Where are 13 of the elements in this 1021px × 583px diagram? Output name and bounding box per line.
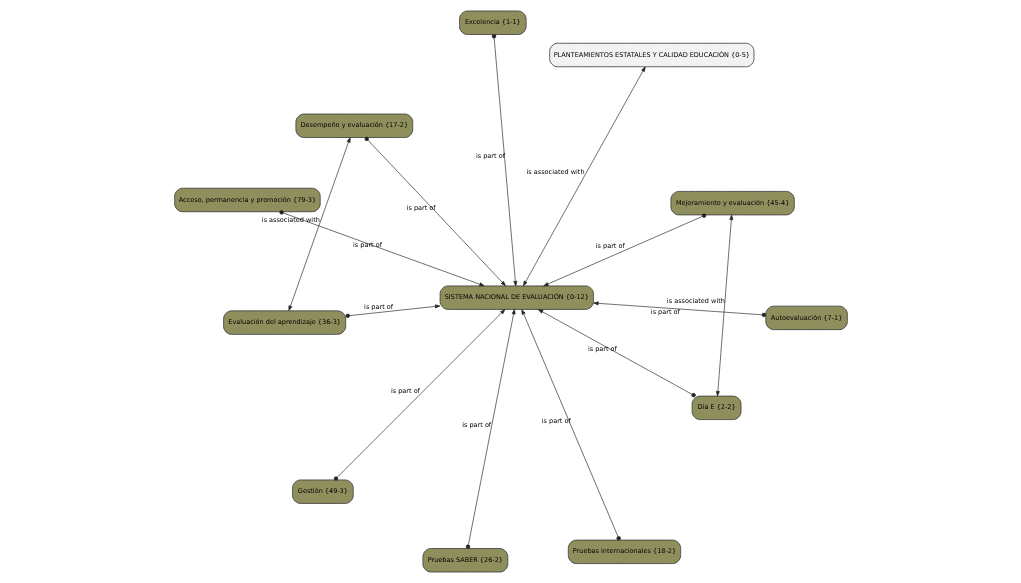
arrow — [345, 304, 440, 318]
arrow — [537, 309, 696, 398]
arrow — [465, 309, 515, 549]
arrow — [491, 34, 517, 287]
arrow — [333, 309, 505, 481]
arrow — [715, 214, 733, 397]
arrow — [522, 66, 646, 287]
arrow — [364, 136, 506, 287]
arrow — [288, 137, 350, 311]
arrow — [521, 309, 621, 541]
arrow — [592, 301, 766, 318]
arrow — [278, 210, 484, 287]
arrow — [542, 213, 706, 287]
